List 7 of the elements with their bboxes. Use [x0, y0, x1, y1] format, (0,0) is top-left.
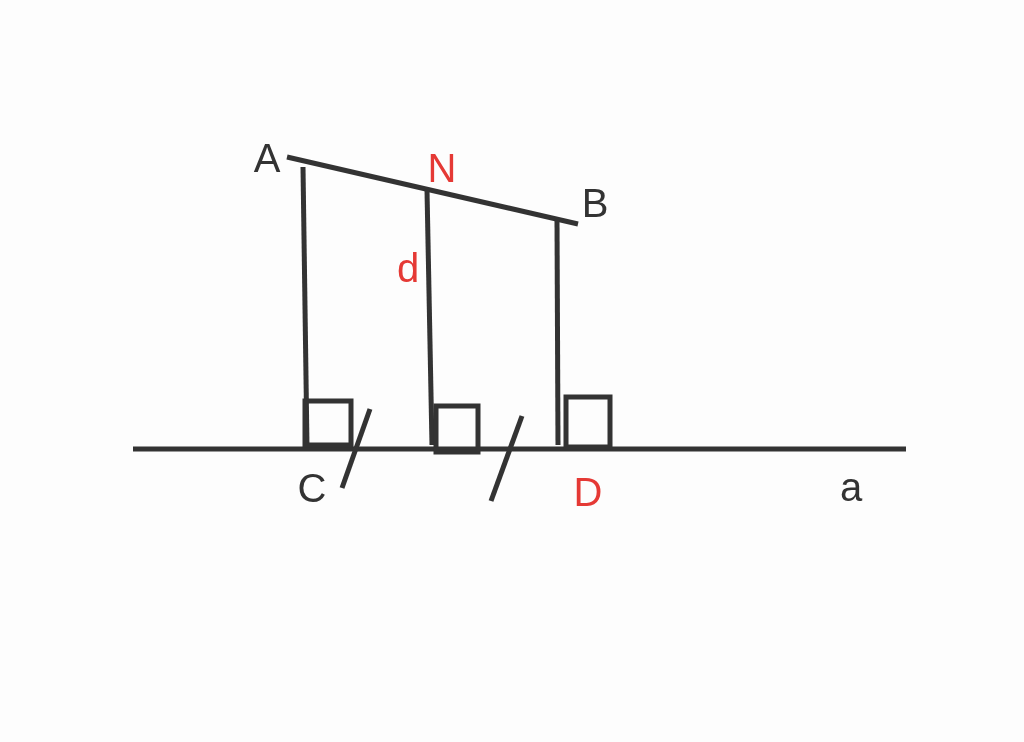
point-label: C	[297, 468, 327, 508]
point-label: D	[573, 472, 603, 512]
point-label: N	[427, 148, 457, 188]
point-label: A	[253, 138, 281, 178]
point-label: B	[581, 183, 609, 223]
point-label: d	[396, 248, 420, 288]
point-label: a	[839, 467, 863, 507]
